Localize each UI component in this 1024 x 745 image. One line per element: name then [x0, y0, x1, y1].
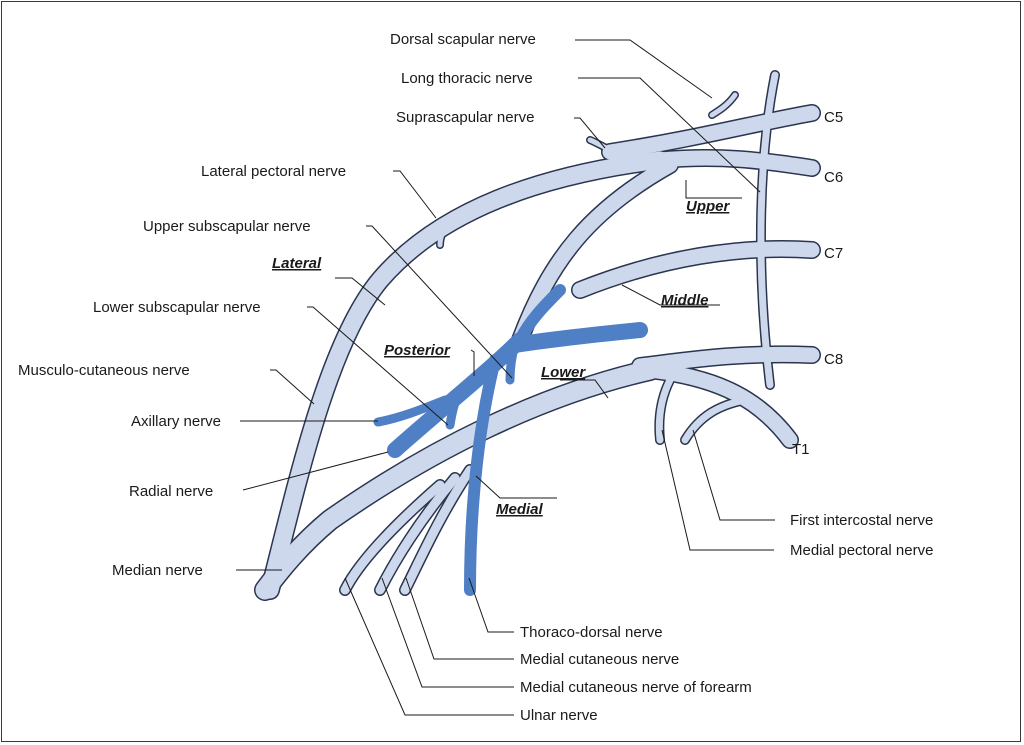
thoraco-dorsal-label: Thoraco-dorsal nerve — [520, 624, 663, 641]
middle-trunk-label: Middle — [661, 292, 709, 309]
upper-trunk-label: Upper — [686, 198, 731, 215]
root-c5-label: C5 — [824, 109, 843, 126]
posterior-cord-shape — [378, 290, 640, 590]
median-label: Median nerve — [112, 562, 203, 579]
root-c6-label: C6 — [824, 169, 843, 186]
medial-pectoral-label: Medial pectoral nerve — [790, 542, 933, 559]
suprascapular-label: Suprascapular nerve — [396, 109, 534, 126]
lateral-pectoral-label: Lateral pectoral nerve — [201, 163, 346, 180]
root-c7-label: C7 — [824, 245, 843, 262]
radial-label: Radial nerve — [129, 483, 213, 500]
root-t1-label: T1 — [792, 441, 810, 458]
dorsal-scapular-label: Dorsal scapular nerve — [390, 31, 536, 48]
lower-subscapular-label: Lower subscapular nerve — [93, 299, 261, 316]
medial-cutaneous-forearm-label: Medial cutaneous nerve of forearm — [520, 679, 752, 696]
posterior-cord-label: Posterior — [384, 342, 451, 359]
axillary-label: Axillary nerve — [131, 413, 221, 430]
upper-subscapular-label: Upper subscapular nerve — [143, 218, 311, 235]
medial-cord-label: Medial — [496, 501, 544, 518]
lower-trunk-label: Lower — [541, 364, 586, 381]
medial-cutaneous-label: Medial cutaneous nerve — [520, 651, 679, 668]
first-intercostal-label: First intercostal nerve — [790, 512, 933, 529]
ulnar-label: Ulnar nerve — [520, 707, 598, 724]
root-c8-label: C8 — [824, 351, 843, 368]
lateral-cord-label: Lateral — [272, 255, 322, 272]
musculo-cutaneous-label: Musculo-cutaneous nerve — [18, 362, 190, 379]
long-thoracic-label: Long thoracic nerve — [401, 70, 533, 87]
